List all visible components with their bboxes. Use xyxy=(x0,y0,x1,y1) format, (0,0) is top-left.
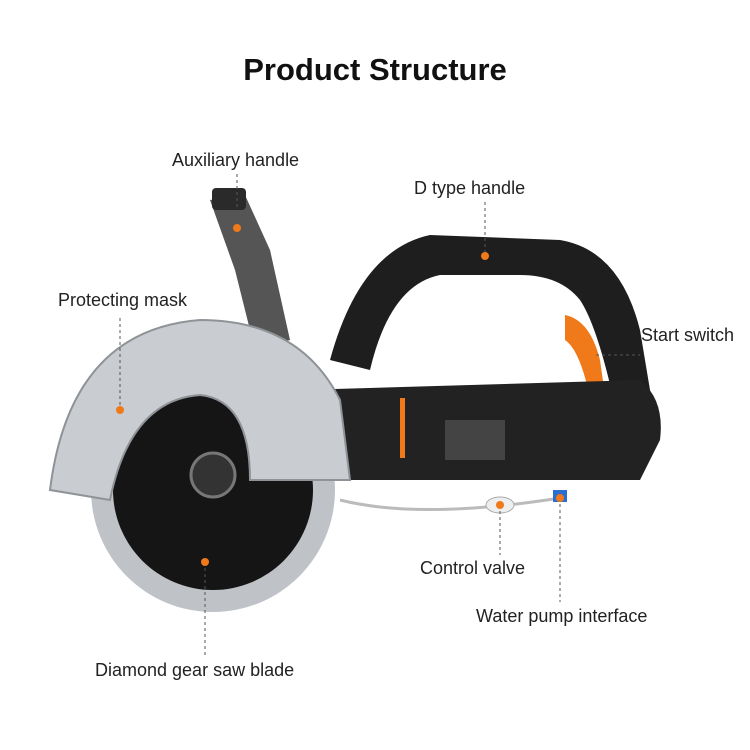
orange-stripe xyxy=(400,398,405,458)
start-switch xyxy=(565,315,605,398)
label-protecting-mask: Protecting mask xyxy=(58,290,188,310)
label-water-pump-interface: Water pump interface xyxy=(476,606,648,626)
water-hose xyxy=(339,496,561,512)
leader-lines xyxy=(119,174,640,656)
d-type-handle xyxy=(330,235,655,430)
page-title: Product Structure xyxy=(243,52,507,87)
label-d-type-handle: D type handle xyxy=(414,178,526,198)
auxiliary-handle-cap xyxy=(212,188,246,210)
callout-dot-diamond-blade xyxy=(201,558,209,566)
label-control-valve: Control valve xyxy=(420,558,526,578)
label-auxiliary-handle: Auxiliary handle xyxy=(172,150,300,170)
callout-dot-auxiliary-handle xyxy=(233,224,241,232)
callout-dot-start-switch xyxy=(586,351,594,359)
callout-dots xyxy=(116,224,594,566)
auxiliary-handle xyxy=(210,195,290,350)
label-plate xyxy=(445,420,505,460)
callout-dot-d-type-handle xyxy=(481,252,489,260)
callout-dot-protecting-mask xyxy=(116,406,124,414)
callout-dot-water-pump-interface xyxy=(556,494,564,502)
label-diamond-blade: Diamond gear saw blade xyxy=(95,660,295,680)
protecting-mask xyxy=(48,318,352,502)
blade-arbor-nut xyxy=(189,451,237,499)
label-start-switch: Start switch xyxy=(641,325,735,345)
callout-dot-control-valve xyxy=(496,501,504,509)
